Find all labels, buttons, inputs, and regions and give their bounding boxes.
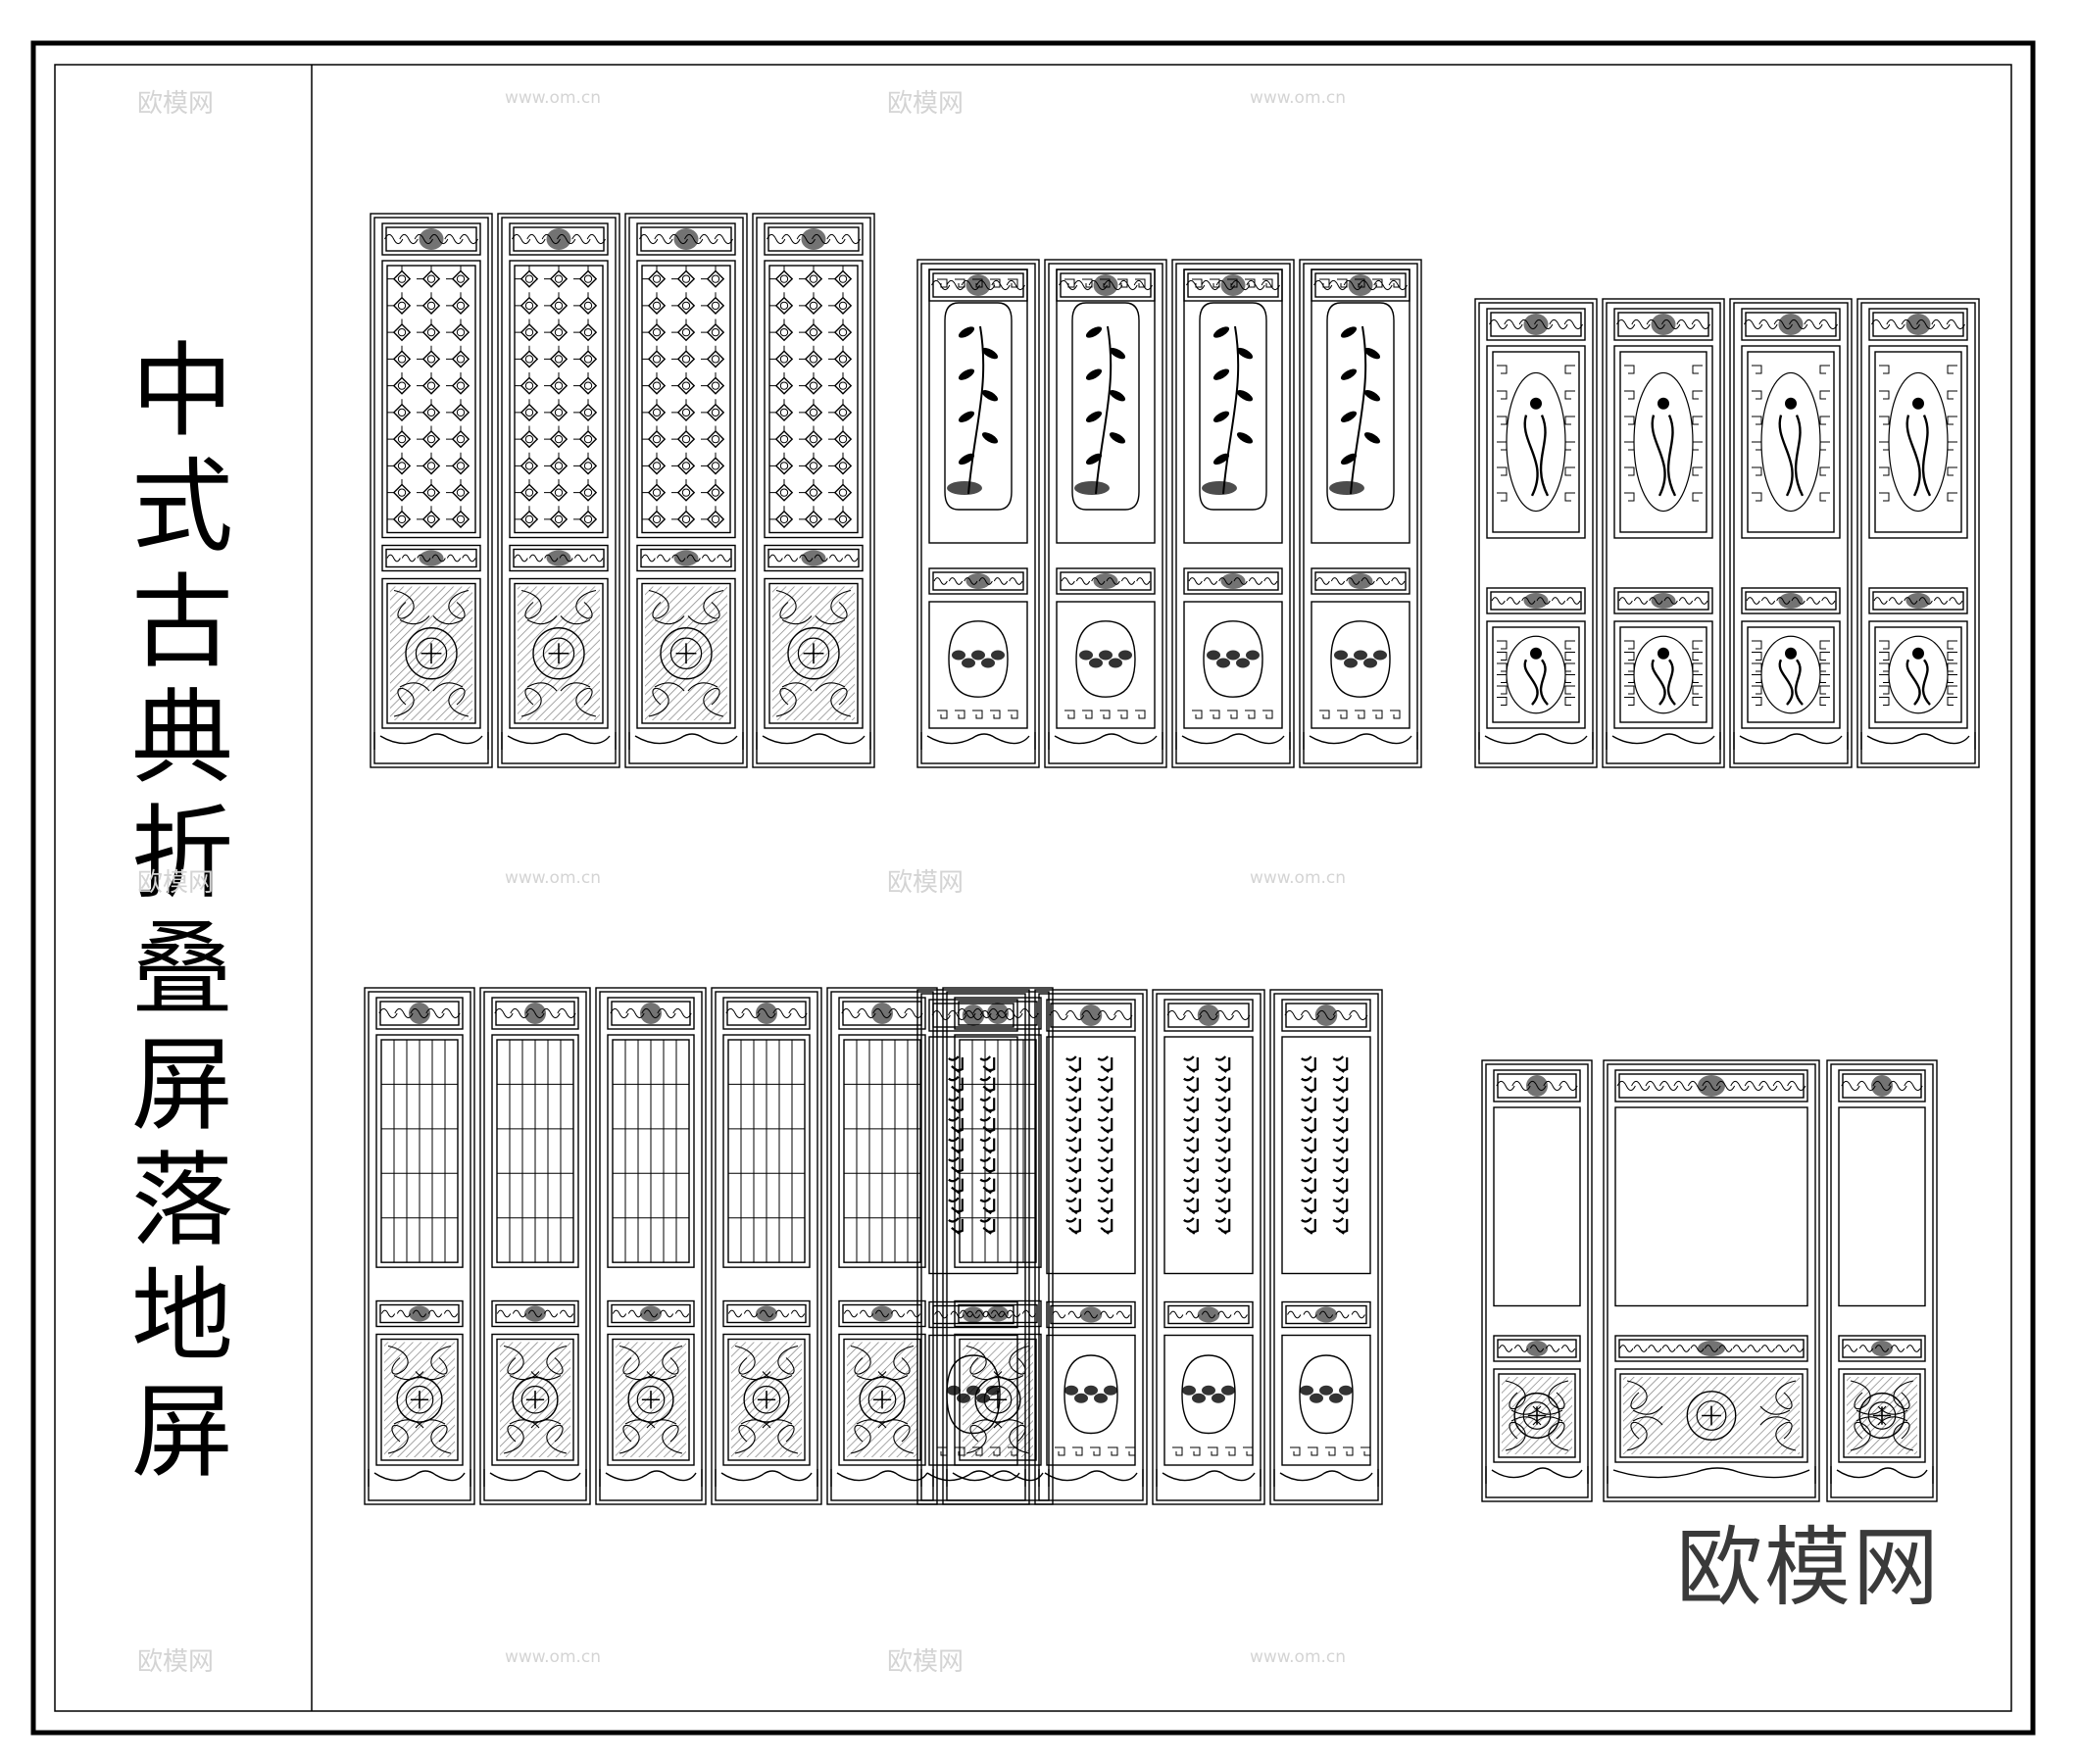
screen-panel [752,213,875,768]
screen-panel [1299,259,1422,768]
title-char: 折 [130,794,233,913]
screen-panel [1826,1059,1938,1502]
screen-panel [364,987,475,1505]
vertical-title: 中 式 古 典 折 叠 屏 落 地 屏 [55,69,310,1754]
screen-panel [1034,989,1148,1505]
screen-panel [1481,1059,1593,1502]
screen-panel [497,213,620,768]
lattice-screen [370,213,875,768]
title-char: 中 [130,331,233,451]
inner-frame [54,64,2012,1712]
screen-panel [1856,298,1980,768]
screen-panel [1603,1059,1820,1502]
screen-panel [916,259,1040,768]
screen-panel [1602,298,1725,768]
title-char: 叠 [130,909,233,1029]
figure-carving-screen [1474,298,1980,768]
screen-panel [1171,259,1295,768]
screen-panel [1729,298,1853,768]
title-char: 式 [130,447,233,566]
screens-layer [364,213,1980,1505]
brand-logo-text: 欧模网 [1676,1517,1942,1618]
title-char: 落 [130,1141,233,1260]
screen-panel [1044,259,1167,768]
screen-panel [1474,298,1598,768]
folding-six-panel-screen [364,987,1054,1505]
screen-panel [370,213,493,768]
screen-panel [1269,989,1383,1505]
title-char: 屏 [130,1372,233,1492]
screen-panel [942,987,1054,1505]
title-char: 古 [130,563,233,682]
three-panel-screen [1481,1059,1938,1502]
title-char: 典 [130,678,233,798]
calligraphy-screen [916,989,1383,1505]
screen-panel [1152,989,1265,1505]
screen-panel [916,989,1030,1505]
screen-panel [479,987,591,1505]
outer-frame [30,40,2036,1736]
flower-painting-screen [916,259,1422,768]
title-char: 地 [130,1256,233,1376]
screen-panel [624,213,748,768]
title-char: 屏 [130,1025,233,1145]
screen-panel [595,987,707,1505]
screen-panel [826,987,938,1505]
screen-panel [711,987,822,1505]
